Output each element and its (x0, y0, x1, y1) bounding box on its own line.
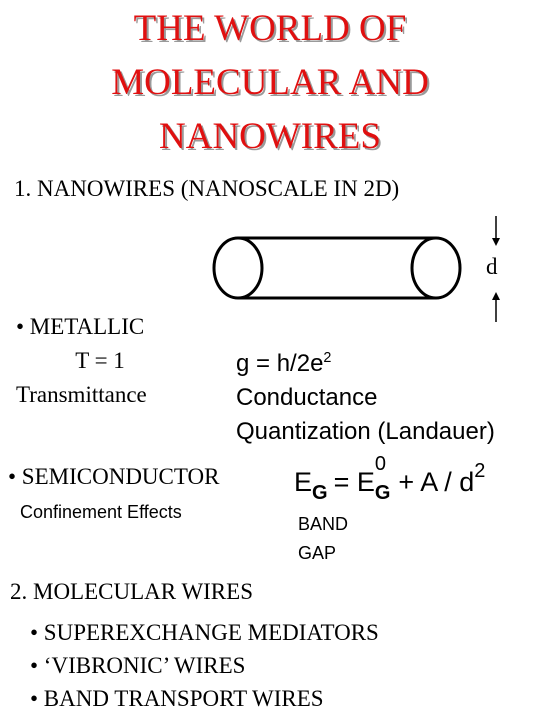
cylinder-right-end (410, 236, 462, 300)
cylinder-left-end (212, 236, 264, 300)
molecular-wire-item: • SUPEREXCHANGE MEDIATORS (30, 620, 379, 645)
diameter-label: d (486, 254, 498, 279)
metallic-bullet: • METALLIC (16, 314, 145, 339)
arrow-up-icon (492, 292, 500, 322)
conductance-formula: g = h/2e2 (236, 350, 331, 378)
nanowire-cylinder-diagram (212, 236, 462, 300)
gap-label: GAP (298, 543, 337, 563)
formula-e: E (294, 467, 313, 497)
conductance-formula-exponent: 2 (323, 350, 332, 366)
formula-a-over-d: + A / d (398, 467, 475, 497)
formula-g-subscript: G (312, 482, 328, 504)
title-line-2: MOLECULAR AND (111, 62, 429, 103)
title-line-3: NANOWIRES (159, 116, 381, 157)
confinement-effects-label: Confinement Effects (20, 502, 182, 522)
quantization-label: Quantization (Landauer) (236, 418, 495, 445)
formula-square-exponent: 2 (474, 460, 486, 482)
semiconductor-bullet: • SEMICONDUCTOR (8, 464, 220, 489)
molecular-wire-item: • BAND TRANSPORT WIRES (30, 686, 324, 711)
formula-g-subscript-2: G (374, 482, 391, 504)
transmission-equation: T = 1 (75, 348, 125, 373)
band-label: BAND (298, 514, 349, 534)
formula-zero-superscript: 0 (374, 453, 386, 475)
formula-equals-e: = E (333, 467, 375, 497)
transmittance-label: Transmittance (16, 382, 147, 407)
conductance-formula-main: g = h/2e (236, 350, 324, 377)
title-line-1: THE WORLD OF (133, 8, 407, 49)
section-1-heading: 1. NANOWIRES (NANOSCALE IN 2D) (14, 176, 400, 201)
arrow-down-icon (492, 216, 500, 246)
conductance-label: Conductance (236, 384, 378, 411)
molecular-wire-item: • ‘VIBRONIC’ WIRES (30, 653, 246, 678)
section-2-heading: 2. MOLECULAR WIRES (10, 579, 253, 604)
